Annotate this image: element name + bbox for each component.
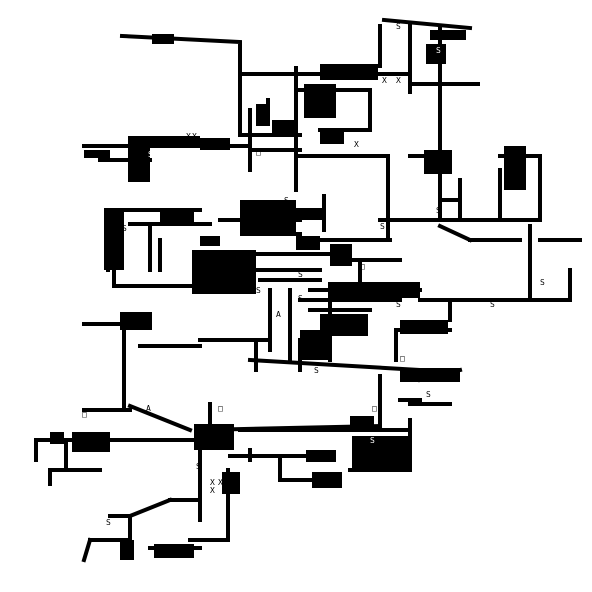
- solid-block: [426, 44, 446, 64]
- corridor-segment: [381, 17, 473, 31]
- solid-block: [296, 208, 324, 220]
- station-marker: S: [256, 286, 261, 295]
- station-marker: S: [196, 462, 201, 471]
- solid-block: [222, 472, 240, 494]
- solid-block: [194, 424, 234, 450]
- solid-block: [120, 312, 152, 330]
- crossing-marker: X: [382, 76, 387, 85]
- solid-block: [104, 208, 124, 270]
- solid-block: [192, 250, 256, 294]
- corridor-segment: [127, 403, 193, 433]
- node-marker: □: [82, 410, 87, 419]
- station-marker: S: [314, 366, 319, 375]
- crossing-marker: X: [210, 478, 215, 487]
- solid-block: [350, 416, 374, 428]
- station-marker: S: [426, 390, 431, 399]
- solid-block: [320, 64, 378, 80]
- station-marker: S: [436, 46, 441, 55]
- corridor-segment: [119, 33, 302, 137]
- solid-block: [272, 120, 298, 134]
- solid-block: [300, 330, 330, 360]
- solid-block: [320, 130, 344, 144]
- solid-block: [160, 208, 194, 224]
- station-marker: S: [540, 278, 545, 287]
- solid-block: [50, 432, 64, 444]
- station-marker: S: [298, 270, 303, 279]
- crossing-marker: X: [210, 486, 215, 495]
- solid-block: [330, 244, 352, 266]
- corridor-segment: [81, 537, 93, 563]
- crossing-marker: X: [218, 478, 223, 487]
- corridor-segment: [247, 357, 423, 373]
- solid-block: [306, 450, 336, 462]
- station-marker: S: [106, 518, 111, 527]
- station-marker: S: [490, 300, 495, 309]
- block-layer: [50, 30, 526, 560]
- alt-marker: A: [276, 310, 281, 319]
- corridor-segment: [127, 497, 173, 519]
- solid-block: [330, 282, 420, 298]
- corridor-segment: [437, 223, 473, 243]
- crossing-marker: X: [192, 132, 197, 141]
- solid-block: [320, 314, 368, 336]
- solid-block: [154, 544, 194, 558]
- node-marker: □: [372, 404, 377, 413]
- crossing-marker: X: [354, 140, 359, 149]
- node-marker: □: [218, 404, 223, 413]
- solid-block: [128, 136, 150, 182]
- station-marker: S: [380, 222, 385, 231]
- node-marker: □: [360, 262, 365, 271]
- station-marker: S: [396, 22, 401, 31]
- solid-block: [296, 236, 320, 250]
- node-marker: □: [256, 148, 261, 157]
- station-marker: S: [148, 150, 153, 159]
- node-marker: □: [224, 268, 229, 277]
- crossing-marker: X: [186, 132, 191, 141]
- solid-block: [430, 30, 466, 40]
- node-marker: □: [256, 236, 261, 245]
- solid-block: [152, 34, 174, 44]
- solid-block: [424, 150, 452, 174]
- solid-block: [240, 200, 296, 236]
- station-marker: S: [396, 300, 401, 309]
- solid-block: [400, 320, 448, 334]
- solid-block: [400, 368, 460, 382]
- solid-block: [150, 136, 200, 148]
- node-marker: □: [400, 354, 405, 363]
- station-marker: S: [122, 224, 127, 233]
- solid-block: [304, 84, 336, 118]
- solid-block: [200, 138, 230, 150]
- station-marker: S: [298, 294, 303, 303]
- solid-block: [72, 432, 110, 452]
- alt-marker: A: [146, 404, 151, 413]
- station-marker: S: [370, 436, 375, 445]
- solid-block: [352, 436, 412, 468]
- station-marker: S: [284, 196, 289, 205]
- solid-block: [84, 150, 110, 158]
- solid-block: [120, 540, 134, 560]
- station-marker: S: [436, 206, 441, 215]
- crossing-marker: X: [396, 76, 401, 85]
- solid-block: [200, 236, 220, 246]
- solid-block: [256, 104, 270, 126]
- solid-block: [312, 472, 342, 488]
- solid-block: [504, 146, 526, 190]
